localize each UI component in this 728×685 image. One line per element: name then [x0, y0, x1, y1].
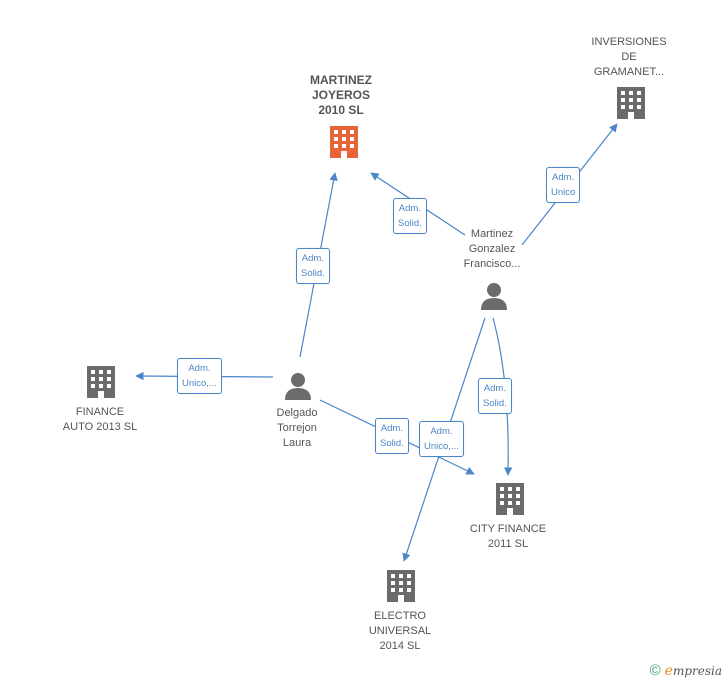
- edge-label-city-from-martinez[interactable]: Adm. Solid.: [478, 378, 512, 414]
- edge-label-line: Adm.: [380, 423, 403, 434]
- person-icon: [481, 283, 507, 310]
- edge-label-line: Solid.: [483, 398, 507, 409]
- node-label-line: JOYEROS: [311, 88, 371, 102]
- edge-label-electro[interactable]: Adm. Unico,...: [419, 421, 464, 457]
- node-label-delgado[interactable]: Delgado Torrejon Laura: [237, 406, 357, 451]
- edge-label-city-from-delgado[interactable]: Adm. Solid.: [375, 418, 409, 454]
- building-icon: [87, 366, 115, 398]
- edge-label-joyeros-from-martinez[interactable]: Adm. Solid.: [393, 198, 427, 234]
- node-label-electro[interactable]: ELECTRO UNIVERSAL 2014 SL: [340, 609, 460, 654]
- edge-label-inversiones[interactable]: Adm. Unico: [546, 167, 581, 203]
- node-label-line: 2014 SL: [379, 640, 421, 652]
- edge-label-line: Unico: [551, 187, 576, 198]
- node-label-martinez-joyeros[interactable]: MARTINEZ JOYEROS 2010 SL: [281, 73, 401, 118]
- edge-label-line: Solid.: [398, 218, 422, 229]
- edge-label-line: Unico,...: [424, 441, 459, 452]
- node-label-line: ELECTRO: [374, 610, 426, 622]
- edge-label-line: Unico,...: [182, 378, 217, 389]
- building-icon: [387, 570, 415, 602]
- node-label-martinez-gonzalez[interactable]: Martinez Gonzalez Francisco...: [432, 227, 552, 272]
- node-label-line: MARTINEZ: [310, 73, 372, 87]
- node-label-line: DE: [621, 51, 637, 63]
- node-label-line: AUTO 2013 SL: [62, 421, 138, 433]
- building-icon: [496, 483, 524, 515]
- node-label-line: Laura: [282, 437, 312, 449]
- building-icon: [617, 87, 645, 119]
- edge-label-finance-auto[interactable]: Adm. Unico,...: [177, 358, 222, 394]
- node-label-line: Torrejon: [277, 422, 317, 434]
- node-label-line: Francisco...: [463, 258, 521, 270]
- node-label-line: CITY FINANCE: [469, 523, 547, 535]
- brand-footer: ©empresia: [650, 662, 722, 679]
- edge-label-line: Adm.: [301, 253, 324, 264]
- node-label-city-finance[interactable]: CITY FINANCE 2011 SL: [448, 522, 568, 552]
- node-label-line: 2011 SL: [487, 538, 529, 550]
- node-label-line: Martinez: [470, 228, 514, 240]
- edge-label-line: Solid.: [301, 268, 325, 279]
- node-label-line: UNIVERSAL: [368, 625, 432, 637]
- edge-label-line: Adm.: [398, 203, 421, 214]
- copyright-icon: ©: [649, 662, 661, 679]
- edge-label-line: Adm.: [552, 172, 575, 183]
- edge-label-line: Adm.: [188, 363, 211, 374]
- node-label-inversiones[interactable]: INVERSIONES DE GRAMANET...: [569, 35, 689, 80]
- person-icon: [285, 373, 311, 400]
- building-icon: [330, 126, 358, 158]
- edge-label-line: Adm.: [483, 383, 506, 394]
- node-label-line: Delgado: [276, 407, 318, 419]
- node-label-line: 2010 SL: [318, 103, 364, 117]
- node-label-finance-auto[interactable]: FINANCE AUTO 2013 SL: [40, 405, 160, 435]
- node-label-line: Gonzalez: [468, 243, 516, 255]
- edge-label-joyeros-from-delgado[interactable]: Adm. Solid.: [296, 248, 330, 284]
- node-label-line: GRAMANET...: [593, 66, 665, 78]
- brand-initial: e: [664, 663, 673, 679]
- edge-label-line: Solid.: [380, 438, 404, 449]
- edge-label-line: Adm.: [430, 426, 453, 437]
- brand-name: mpresia: [672, 664, 722, 678]
- node-label-line: INVERSIONES: [591, 36, 667, 48]
- node-label-line: FINANCE: [75, 406, 125, 418]
